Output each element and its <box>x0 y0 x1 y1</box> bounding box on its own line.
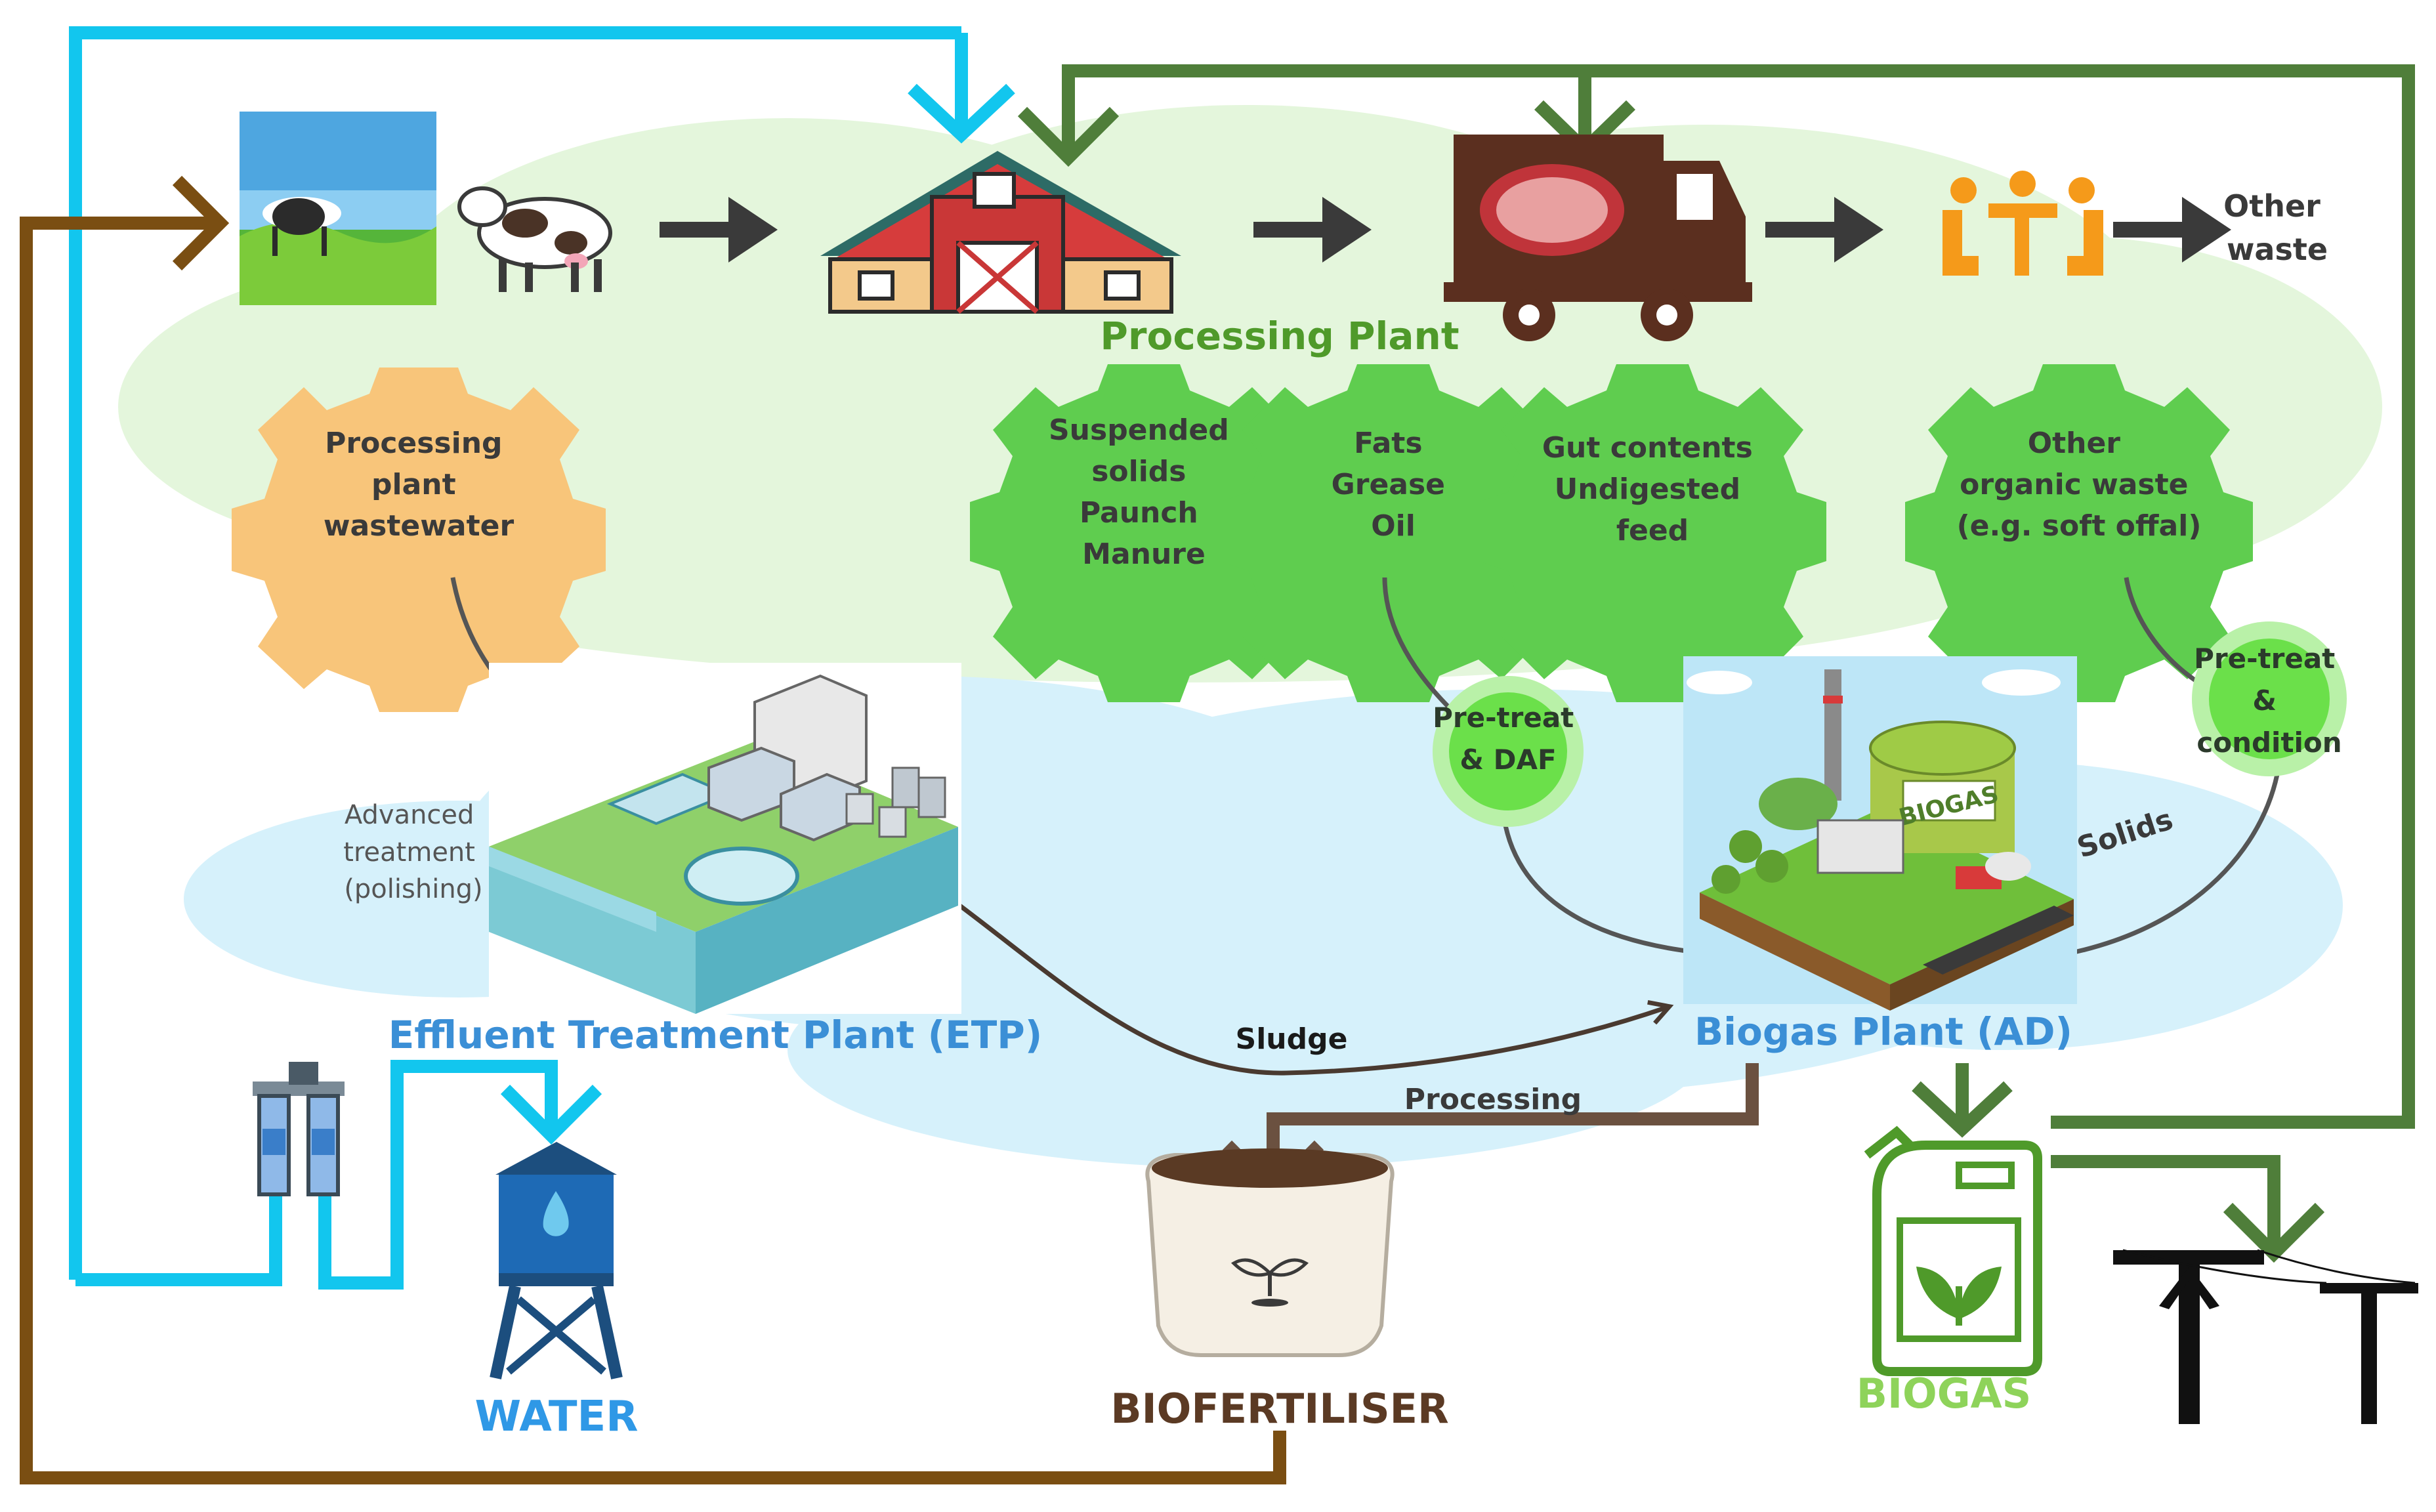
water-label: WATER <box>475 1393 639 1441</box>
biogas-loop-arrow <box>1017 64 2415 1263</box>
biofertiliser-label: BIOFERTILISER <box>1110 1385 1448 1433</box>
barn-icon <box>820 151 1181 314</box>
flow-arrow-2 <box>1253 197 1372 262</box>
svg-text:Pre-treat & condit: Pre-treat & condition <box>2194 642 2345 759</box>
fats-to-daf-line <box>1382 577 1452 711</box>
processing-plant-title: Processing Plant <box>1100 314 1459 358</box>
other-organic-waste-gear-label: Other organic waste (e.g. soft offal) <box>1957 427 2202 543</box>
cow-icon <box>457 186 612 292</box>
suspended-solids-gear-label: Suspended solids Paunch Manure <box>1049 413 1239 571</box>
flow-arrow-3 <box>1765 197 1883 262</box>
biogas-output-label: BIOGAS <box>1857 1370 2032 1418</box>
biogas-plant-title: Biogas Plant (AD) <box>1694 1009 2072 1054</box>
processing-label: Processing <box>1404 1083 1582 1116</box>
gut-contents-gear-label: Gut contents Undigested feed <box>1542 431 1763 547</box>
sludge-label: Sludge <box>1236 1022 1348 1056</box>
sludge-arrow <box>881 850 1674 1076</box>
wastewater-gear-label: Processing plant wastewater <box>324 427 514 543</box>
pretreat-daf-circle: Pre-treat & DAF <box>1433 676 1584 827</box>
fats-grease-oil-gear-label: Fats Grease Oil <box>1332 427 1456 543</box>
people-table-icon <box>1942 171 2103 276</box>
water-loop-arrow <box>69 26 1015 1290</box>
wastewater-gear: Processing plant wastewater <box>232 368 606 712</box>
gut-contents-gear: Gut contents Undigested feed <box>1479 364 1826 702</box>
advanced-treatment-label: Advanced treatment (polishing) <box>343 800 483 904</box>
daf-to-ad-arrow <box>1500 807 1733 967</box>
water-tower-icon <box>490 1142 623 1379</box>
flow-arrow-4 <box>2113 197 2231 262</box>
other-waste-label: Other waste <box>2223 188 2331 267</box>
pretreat-condition-circle: Pre-treat & condition <box>2192 621 2347 776</box>
etp-title: Effluent Treatment Plant (ETP) <box>388 1013 1043 1057</box>
biogas-jerrycan-icon <box>1864 1125 2042 1376</box>
organic-to-pretreat-line <box>2124 577 2200 684</box>
fats-grease-oil-gear: Fats Grease Oil <box>1219 364 1567 702</box>
flow-arrow-1 <box>660 197 778 262</box>
biogas-plant-illustration: BIOGAS <box>1683 656 2077 1011</box>
svg-text:Pre-treat & DAF: Pre-treat & DAF <box>1433 702 1584 776</box>
water-filter-icon <box>253 1062 345 1196</box>
fertiliser-sack-icon <box>1145 1148 1395 1357</box>
pasture-image <box>240 112 436 305</box>
suspended-solids-gear: Suspended solids Paunch Manure <box>970 364 1318 702</box>
etp-illustration <box>489 663 961 1014</box>
other-organic-waste-gear: Other organic waste (e.g. soft offal) <box>1905 364 2253 702</box>
power-lines-icon <box>2113 1249 2418 1424</box>
meat-truck-icon <box>1444 135 1752 341</box>
biofertiliser-loop-arrow <box>20 175 1286 1484</box>
